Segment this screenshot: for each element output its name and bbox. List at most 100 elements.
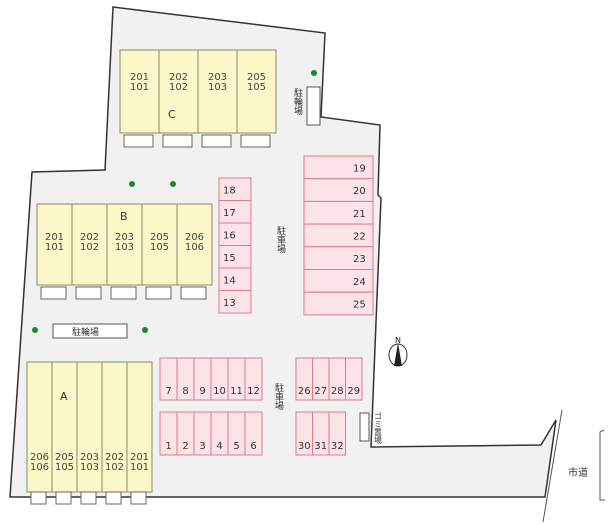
parking-space: 4 <box>210 411 229 456</box>
svg-text:N: N <box>395 336 401 345</box>
unit-number: 201 <box>130 72 149 83</box>
parking-space: 8 <box>176 357 195 401</box>
parking-space: 2 <box>176 411 195 456</box>
parking-space: 26 <box>295 357 313 401</box>
parking-number: 6 <box>250 441 256 452</box>
parking-space: 24 <box>303 269 374 293</box>
parking-number: 1 <box>165 441 171 452</box>
tree-icon <box>129 181 135 187</box>
unit-number: 101 <box>45 242 64 253</box>
parking-space: 9 <box>193 357 212 401</box>
parking-space: 14 <box>218 267 252 291</box>
parking-space: 12 <box>244 357 263 401</box>
parking-number: 30 <box>298 441 311 452</box>
parking-space: 31 <box>312 411 330 456</box>
bike-parking-shed <box>52 323 128 339</box>
unit-number: 102 <box>169 82 188 93</box>
tree-icon <box>32 327 38 333</box>
unit-number: 201 <box>130 452 149 463</box>
unit-number: 103 <box>80 462 99 473</box>
unit-number: 203 <box>208 72 227 83</box>
building-label: B <box>120 210 128 223</box>
building-label: C <box>168 108 176 121</box>
parking-space: 21 <box>303 200 374 225</box>
bike-parking-label: 駐輪場 <box>72 326 99 338</box>
unit-number: 105 <box>55 462 74 473</box>
parking-number: 26 <box>298 386 311 397</box>
parking-number: 21 <box>353 209 366 220</box>
parking-space: 19 <box>303 155 374 180</box>
parking-number: 29 <box>347 386 360 397</box>
unit-number: 206 <box>185 232 204 243</box>
unit-number: 103 <box>115 242 134 253</box>
parking-lot-label: 駐車場 <box>275 225 286 254</box>
parking-space: 3 <box>193 411 212 456</box>
unit-number: 105 <box>247 82 266 93</box>
unit-number: 106 <box>185 242 204 253</box>
parking-space: 27 <box>312 357 330 401</box>
unit-number: 102 <box>105 462 124 473</box>
bike-parking-label: 駐輪場 <box>292 87 303 116</box>
parking-space: 23 <box>303 246 374 271</box>
parking-number: 2 <box>182 441 188 452</box>
parking-space: 16 <box>218 222 252 246</box>
unit-number: 203 <box>115 232 134 243</box>
parking-number: 32 <box>331 441 344 452</box>
unit-number: 101 <box>130 462 149 473</box>
parking-number: 23 <box>353 254 366 265</box>
unit-number: 205 <box>55 452 74 463</box>
unit-number: 105 <box>150 242 169 253</box>
parking-space: 30 <box>295 411 313 456</box>
unit-number: 101 <box>130 82 149 93</box>
parking-number: 13 <box>223 298 236 309</box>
parking-space: 32 <box>328 411 346 456</box>
garbage-label: ゴミ置場 <box>374 411 383 445</box>
parking-space: 18 <box>218 177 252 201</box>
parking-space: 15 <box>218 245 252 269</box>
building-label: A <box>60 390 68 403</box>
tree-icon <box>311 70 317 76</box>
parking-space: 11 <box>227 357 246 401</box>
parking-number: 9 <box>199 386 205 397</box>
city-road-label: 市道 <box>568 466 588 479</box>
parking-number: 4 <box>216 441 222 452</box>
parking-space: 1 <box>159 411 178 456</box>
parking-number: 25 <box>353 300 366 311</box>
parking-space: 13 <box>218 290 252 314</box>
unit-number: 205 <box>247 72 266 83</box>
north-compass-icon: N <box>388 336 408 367</box>
unit-number: 103 <box>208 82 227 93</box>
unit-number: 205 <box>150 232 169 243</box>
tree-markers <box>32 70 317 333</box>
parking-number: 22 <box>353 231 366 242</box>
tree-icon <box>142 327 148 333</box>
parking-space: 25 <box>303 291 374 316</box>
unit-number: 102 <box>80 242 99 253</box>
parking-number: 5 <box>233 441 239 452</box>
parking-number: 20 <box>353 186 366 197</box>
unit-number: 202 <box>80 232 99 243</box>
unit-number: 201 <box>45 232 64 243</box>
parking-number: 11 <box>230 386 243 397</box>
parking-number: 7 <box>165 386 171 397</box>
parking-number: 3 <box>199 441 205 452</box>
parking-space: 22 <box>303 223 374 248</box>
parking-space: 6 <box>244 411 263 456</box>
parking-space: 17 <box>218 200 252 224</box>
parking-space: 28 <box>328 357 346 401</box>
parking-number: 14 <box>223 275 236 286</box>
